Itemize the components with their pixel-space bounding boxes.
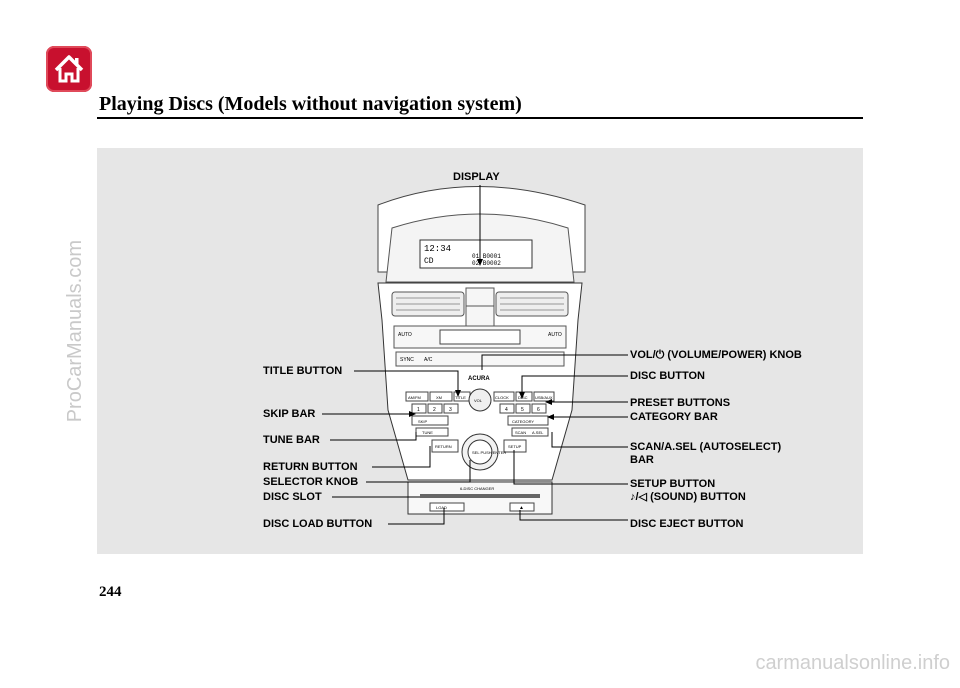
vol-knob[interactable]: VOL bbox=[474, 398, 483, 403]
load-button[interactable]: LOAD bbox=[436, 505, 447, 510]
disc-changer: 6-DISC CHANGER LOAD ▲ bbox=[407, 481, 553, 515]
home-icon bbox=[54, 55, 84, 83]
label-sound-button: ♪/◁ (SOUND) BUTTON bbox=[630, 491, 746, 503]
top-button-row: AM/FM XM TITLE CLOCK DISC USB/AUX bbox=[405, 391, 555, 402]
eject-icon[interactable]: ▲ bbox=[519, 505, 524, 511]
asel-bar[interactable]: A.SEL bbox=[532, 430, 544, 435]
title-button[interactable]: TITLE bbox=[455, 395, 466, 400]
label-scan-bar: SCAN/A.SEL (AUTOSELECT) bbox=[630, 441, 782, 453]
label-skip-bar: SKIP BAR bbox=[263, 408, 316, 420]
auto-left-label: AUTO bbox=[398, 332, 412, 338]
label-selector-knob: SELECTOR KNOB bbox=[263, 476, 359, 488]
disc-button[interactable]: DISC bbox=[518, 395, 528, 400]
changer-label: 6-DISC CHANGER bbox=[460, 486, 494, 491]
preset-button-4[interactable] bbox=[499, 403, 515, 414]
label-title-button: TITLE BUTTON bbox=[263, 365, 343, 377]
page-number: 244 bbox=[99, 584, 122, 600]
label-vol-knob: VOL/⏻ (VOLUME/POWER) KNOB bbox=[630, 349, 802, 361]
home-button[interactable] bbox=[46, 46, 92, 92]
ac-label: A/C bbox=[424, 357, 433, 363]
preset-button-5[interactable] bbox=[515, 403, 531, 414]
preset-label-6: 6 bbox=[537, 407, 540, 413]
display-track-1: 01 B0001 bbox=[472, 253, 501, 260]
page-title: Playing Discs (Models without navigation… bbox=[99, 93, 522, 115]
label-setup-button: SETUP BUTTON bbox=[630, 478, 716, 490]
selector-knob[interactable]: SEL PUSH ENTER bbox=[472, 450, 506, 455]
preset-label-4: 4 bbox=[505, 407, 508, 413]
am-fm-button[interactable]: AM/FM bbox=[408, 395, 421, 400]
callout-arrowheads bbox=[409, 259, 554, 420]
category-bar[interactable]: CATEGORY bbox=[512, 419, 534, 424]
preset-label-1: 1 bbox=[417, 407, 420, 413]
callout-lines bbox=[322, 185, 628, 525]
preset-label-3: 3 bbox=[449, 407, 452, 413]
label-disc-button: DISC BUTTON bbox=[630, 370, 705, 382]
scan-bar[interactable]: SCAN bbox=[515, 430, 526, 435]
display-clock: 12:34 bbox=[424, 244, 451, 254]
label-disc-load-button: DISC LOAD BUTTON bbox=[263, 518, 373, 530]
xm-button[interactable]: XM bbox=[436, 395, 442, 400]
auto-right-label: AUTO bbox=[548, 332, 562, 338]
watermark-side: ProCarManuals.com bbox=[64, 240, 86, 423]
preset-label-5: 5 bbox=[521, 407, 524, 413]
preset-button-2[interactable] bbox=[427, 403, 443, 414]
preset-button-3[interactable] bbox=[443, 403, 459, 414]
label-scan-bar-cont: BAR bbox=[630, 454, 654, 466]
watermark-bottom: carmanualsonline.info bbox=[755, 652, 950, 674]
label-disc-slot: DISC SLOT bbox=[263, 491, 322, 503]
display-disc-text: CD bbox=[424, 257, 434, 266]
usb-aux-button[interactable]: USB/AUX bbox=[535, 395, 553, 400]
label-display: DISPLAY bbox=[453, 171, 500, 183]
sync-label: SYNC bbox=[400, 357, 414, 363]
tune-bar[interactable]: TUNE bbox=[422, 430, 433, 435]
label-disc-eject-button: DISC EJECT BUTTON bbox=[630, 518, 744, 530]
preset-label-2: 2 bbox=[433, 407, 436, 413]
brand-label: ACURA bbox=[468, 376, 490, 382]
clock-button[interactable]: CLOCK bbox=[495, 395, 509, 400]
setup-button[interactable]: SETUP bbox=[508, 444, 522, 449]
display-housing: 12:34 CD 01 B0001 02 B0002 bbox=[377, 186, 586, 283]
skip-bar[interactable]: SKIP bbox=[418, 419, 427, 424]
preset-button-6[interactable] bbox=[531, 403, 547, 414]
audio-unit-diagram: 12:34 CD 01 B0001 02 B0002 AUTO AUTO SYN… bbox=[322, 185, 628, 525]
label-return-button: RETURN BUTTON bbox=[263, 461, 358, 473]
return-button[interactable]: RETURN bbox=[435, 444, 452, 449]
label-preset-buttons: PRESET BUTTONS bbox=[630, 397, 731, 409]
display-track-2: 02 B0002 bbox=[472, 260, 501, 267]
label-tune-bar: TUNE BAR bbox=[263, 434, 320, 446]
title-divider bbox=[97, 117, 863, 119]
preset-button-1[interactable] bbox=[411, 403, 427, 414]
center-console-panel: AUTO AUTO SYNC A/C ACURA AM/FM XM TITLE … bbox=[377, 282, 583, 481]
preset-buttons: 1 2 3 4 5 6 bbox=[411, 403, 547, 414]
label-category-bar: CATEGORY BAR bbox=[630, 411, 718, 423]
